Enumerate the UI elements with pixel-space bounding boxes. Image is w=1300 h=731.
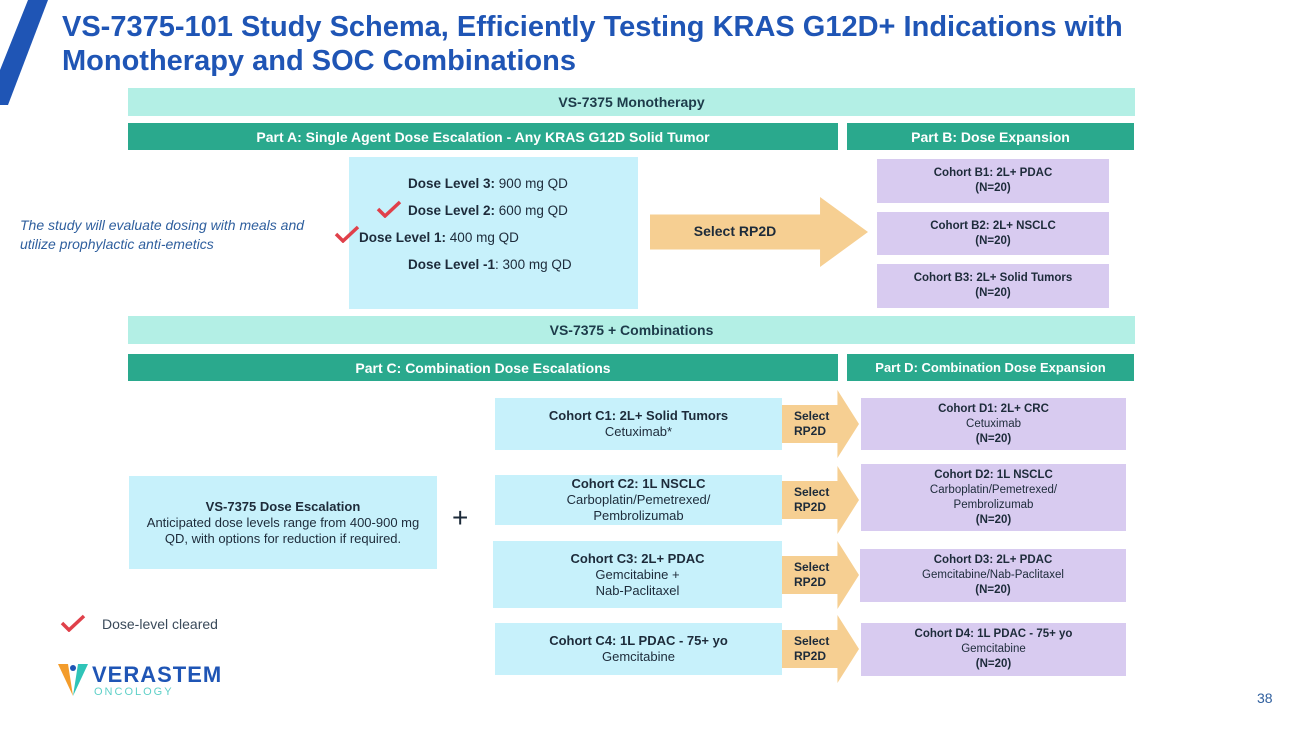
- check-icon: [376, 200, 402, 218]
- dose-level-minus-1: Dose Level -1: 300 mg QD: [408, 257, 572, 272]
- logo-name: VERASTEM: [92, 662, 223, 687]
- cohort-b2: Cohort B2: 2L+ NSCLC(N=20): [877, 212, 1109, 255]
- logo-sub: ONCOLOGY: [94, 686, 174, 698]
- page-number: 38: [1257, 690, 1273, 706]
- part-d-header: Part D: Combination Dose Expansion: [847, 354, 1134, 381]
- corner-stripe: [0, 0, 48, 105]
- dose-level-1: Dose Level 1: 400 mg QD: [359, 230, 519, 245]
- part-c-header: Part C: Combination Dose Escalations: [128, 354, 838, 381]
- verastem-logo-icon: [58, 664, 88, 696]
- monotherapy-band: VS-7375 Monotherapy: [128, 88, 1135, 116]
- dose-level-2: Dose Level 2: 600 mg QD: [408, 203, 568, 218]
- select-rp2d-label: Select RP2D: [693, 223, 777, 239]
- combinations-band: VS-7375 + Combinations: [128, 316, 1135, 344]
- study-note: The study will evaluate dosing with meal…: [20, 217, 305, 252]
- slide-title: VS-7375-101 Study Schema, Efficiently Te…: [62, 11, 1123, 77]
- dose-level-3: Dose Level 3: 900 mg QD: [408, 176, 568, 191]
- check-icon: [60, 614, 86, 632]
- part-b-header: Part B: Dose Expansion: [847, 123, 1134, 150]
- legend-label: Dose-level cleared: [102, 616, 218, 632]
- plus-icon: +: [452, 502, 469, 533]
- cohort-b3: Cohort B3: 2L+ Solid Tumors(N=20): [877, 264, 1109, 308]
- dose-levels-box: Dose Level 3: 900 mg QD Dose Level 2: 60…: [349, 157, 638, 309]
- check-icon: [334, 225, 360, 243]
- part-a-header: Part A: Single Agent Dose Escalation - A…: [128, 123, 838, 150]
- cohort-b1: Cohort B1: 2L+ PDAC(N=20): [877, 159, 1109, 203]
